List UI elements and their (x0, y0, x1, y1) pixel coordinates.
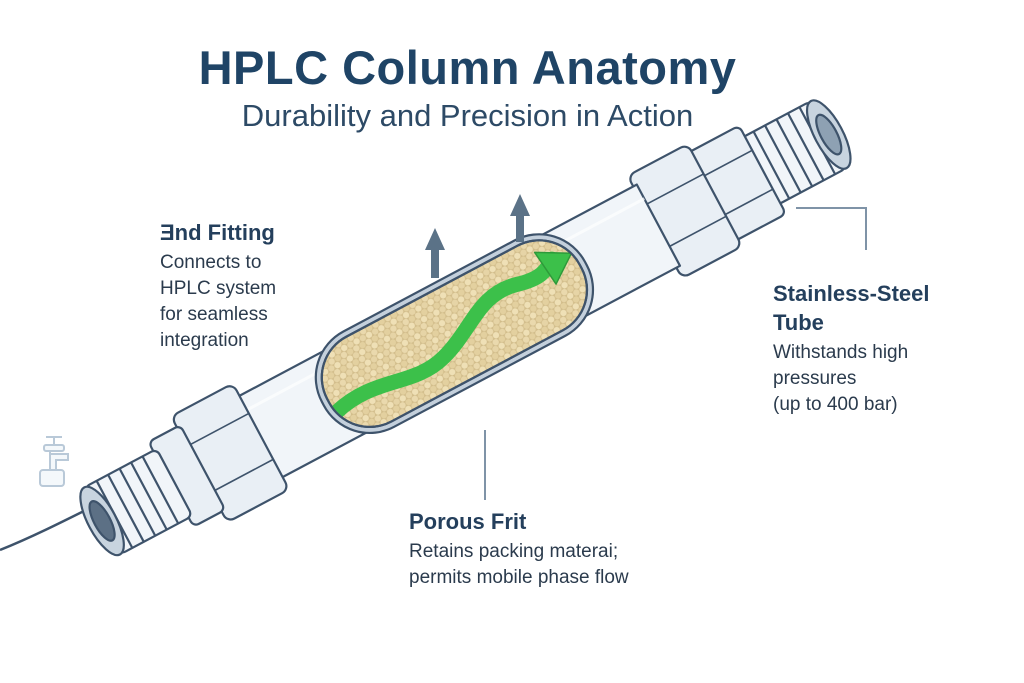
tube-line: pressures (773, 368, 857, 389)
page-title: HPLC Column Anatomy (198, 41, 737, 94)
tube-line: (up to 400 bar) (773, 394, 898, 415)
tube-description: Withstands high pressures (up to 400 bar… (773, 340, 973, 418)
hplc-column (79, 99, 852, 557)
up-arrow-icon (425, 228, 445, 278)
porous-frit-title: Porous Frit (409, 509, 527, 534)
end-fitting-description: Connects to HPLC system for seamless int… (160, 250, 320, 354)
tube-leader-line (796, 207, 867, 250)
end-fitting-line: for seamless (160, 304, 268, 325)
porous-frit-line: permits mobile phase flow (409, 567, 629, 588)
end-fitting-line: Connects to (160, 252, 262, 273)
page-subtitle: Durability and Precision in Action (241, 98, 694, 133)
tube-title: Stainless-Steel Tube (773, 279, 973, 337)
faucet-icon (39, 436, 69, 487)
right-end-fitting (629, 126, 786, 277)
capillary-line (0, 503, 97, 552)
left-threaded-end (79, 449, 192, 557)
end-fitting-title: Ǝnd Fitting (160, 220, 275, 245)
tube-title-line: Stainless-Steel (773, 281, 930, 306)
end-fitting-line: integration (160, 330, 249, 351)
tube-title-line: Tube (773, 310, 824, 335)
end-fitting-line: HPLC system (160, 278, 277, 299)
porous-frit-description: Retains packing materai; permits mobile … (409, 539, 709, 591)
up-arrow-icon (510, 194, 530, 242)
porous-frit-line: Retains packing materai; (409, 541, 619, 562)
tube-line: Withstands high (773, 342, 909, 363)
flow-arrow-icon (328, 251, 560, 420)
packing-bed-window (314, 233, 595, 435)
